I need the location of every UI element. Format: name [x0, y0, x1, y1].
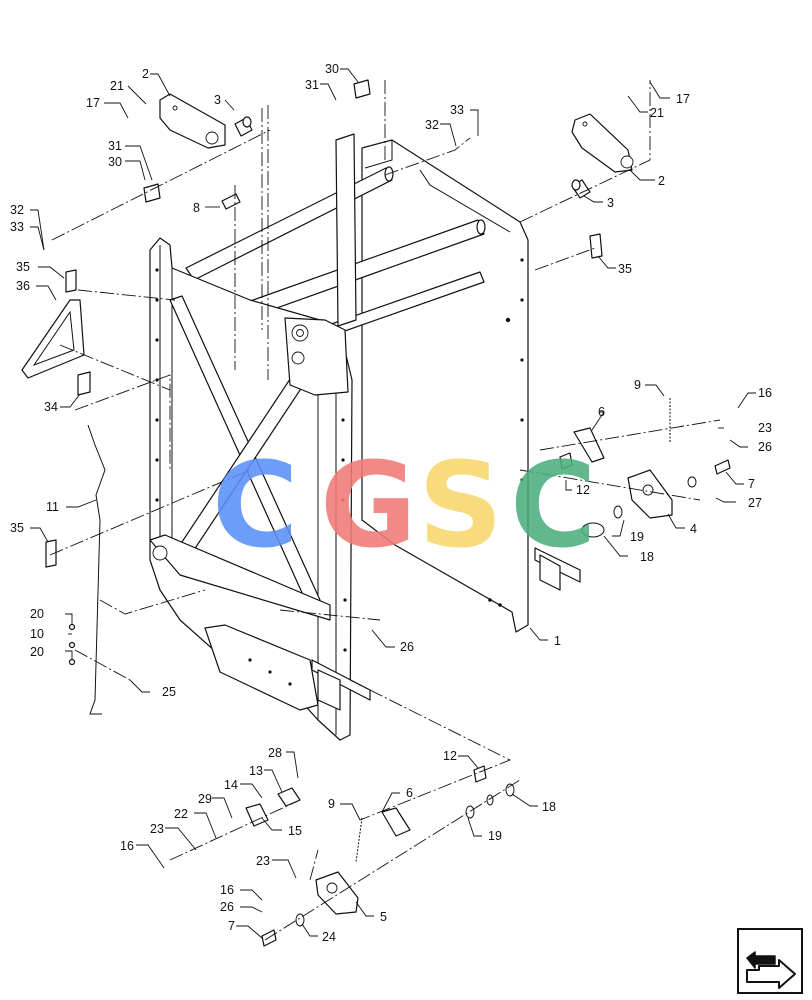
lower-gusset: [204, 624, 319, 711]
callout-5: 5: [380, 910, 387, 924]
callout-15: 15: [288, 824, 302, 838]
callout-23: 23: [256, 854, 270, 868]
callout-labels: 2 21 17 3 30 31 33 32 17 21 2 31 30 8 3 …: [10, 62, 772, 944]
callout-4: 4: [690, 522, 697, 536]
callout-25: 25: [162, 685, 176, 699]
hinge-bracket-lower: [315, 871, 359, 915]
callout-16: 16: [758, 386, 772, 400]
callout-7: 7: [748, 477, 755, 491]
callout-12: 12: [576, 483, 590, 497]
callout-1: 1: [554, 634, 561, 648]
watermark-letter-3: S: [418, 436, 503, 574]
callout-17: 17: [676, 92, 690, 106]
callout-8: 8: [193, 201, 200, 215]
callout-18: 18: [542, 800, 556, 814]
watermark: C G S C: [212, 436, 597, 574]
callout-23: 23: [150, 822, 164, 836]
callout-7: 7: [228, 919, 235, 933]
callout-12: 12: [443, 749, 457, 763]
callout-27: 27: [748, 496, 762, 510]
watermark-letter-2: G: [320, 436, 417, 574]
callout-6: 6: [406, 786, 413, 800]
centerlines: [49, 80, 721, 941]
callout-9: 9: [634, 378, 641, 392]
callout-36: 36: [16, 279, 30, 293]
callout-19: 19: [488, 829, 502, 843]
callout-10: 10: [30, 627, 44, 641]
rear-post: [335, 133, 357, 327]
callout-16: 16: [120, 839, 134, 853]
callout-33: 33: [450, 103, 464, 117]
callout-14: 14: [224, 778, 238, 792]
callout-30: 30: [108, 155, 122, 169]
callout-2: 2: [142, 67, 149, 81]
bottom-member: [149, 534, 331, 621]
callout-20: 20: [30, 607, 44, 621]
next-page-arrow-icon: [746, 951, 796, 989]
leader-lines: [30, 68, 756, 939]
pivot-plate-right: [571, 113, 633, 173]
callout-3: 3: [214, 93, 221, 107]
callout-29: 29: [198, 792, 212, 806]
callout-31: 31: [305, 78, 319, 92]
callout-31: 31: [108, 139, 122, 153]
triangle-reflector: [21, 299, 85, 379]
callout-34: 34: [44, 400, 58, 414]
callout-35: 35: [618, 262, 632, 276]
callout-32: 32: [10, 203, 24, 217]
callout-21: 21: [110, 79, 124, 93]
callout-20: 20: [30, 645, 44, 659]
callout-2: 2: [658, 174, 665, 188]
control-rod: [87, 424, 106, 715]
callout-23: 23: [758, 421, 772, 435]
callout-13: 13: [249, 764, 263, 778]
callout-21: 21: [650, 106, 664, 120]
callout-33: 33: [10, 220, 24, 234]
callout-11: 11: [46, 500, 59, 514]
loose-parts: [21, 79, 731, 947]
callout-35: 35: [10, 521, 24, 535]
callout-17: 17: [86, 96, 100, 110]
watermark-letter-1: C: [212, 436, 299, 574]
watermark-letter-4: C: [510, 436, 597, 574]
callout-22: 22: [174, 807, 188, 821]
callout-30: 30: [325, 62, 339, 76]
callout-6: 6: [598, 405, 605, 419]
callout-35: 35: [16, 260, 30, 274]
callout-3: 3: [607, 196, 614, 210]
callout-32: 32: [425, 118, 439, 132]
callout-26: 26: [220, 900, 234, 914]
callout-9: 9: [328, 797, 335, 811]
callout-18: 18: [640, 550, 654, 564]
callout-16: 16: [220, 883, 234, 897]
callout-26: 26: [400, 640, 414, 654]
callout-19: 19: [630, 530, 644, 544]
callout-26: 26: [758, 440, 772, 454]
callout-28: 28: [268, 746, 282, 760]
next-page-button[interactable]: [737, 928, 803, 994]
callout-24: 24: [322, 930, 336, 944]
main-frame-assembly: [149, 133, 581, 741]
